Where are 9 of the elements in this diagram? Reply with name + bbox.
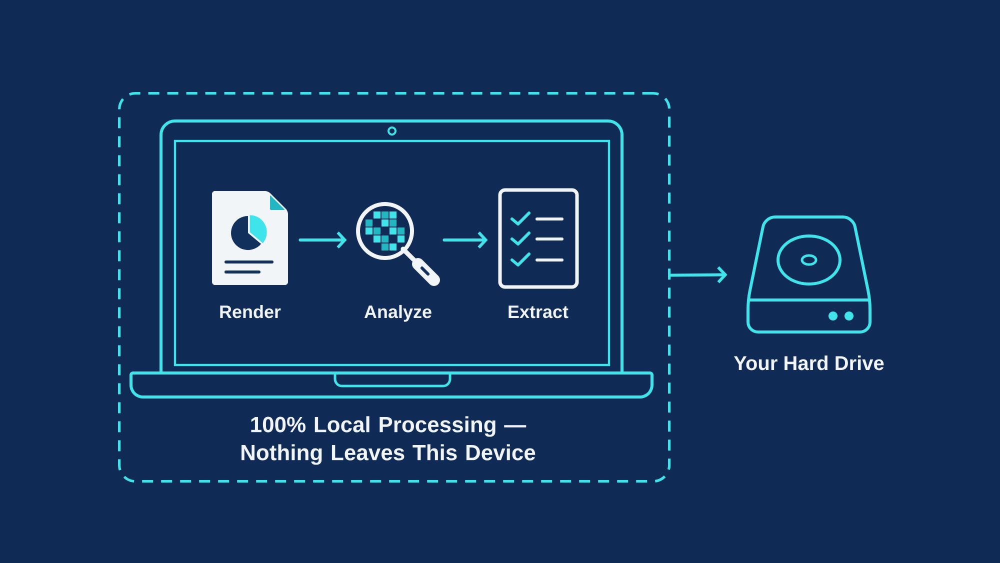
step-label: Render: [220, 304, 281, 318]
drive-label: Your Hard Drive: [734, 356, 884, 370]
arrow: [442, 231, 488, 249]
arrow: [669, 266, 728, 284]
step-label: Analyze: [364, 304, 432, 322]
step-label: Extract: [508, 306, 568, 318]
boundary-caption: 100% Local Processing — Nothing Leaves This Device: [242, 416, 536, 465]
laptop: [130, 120, 654, 398]
arrow: [298, 231, 347, 249]
